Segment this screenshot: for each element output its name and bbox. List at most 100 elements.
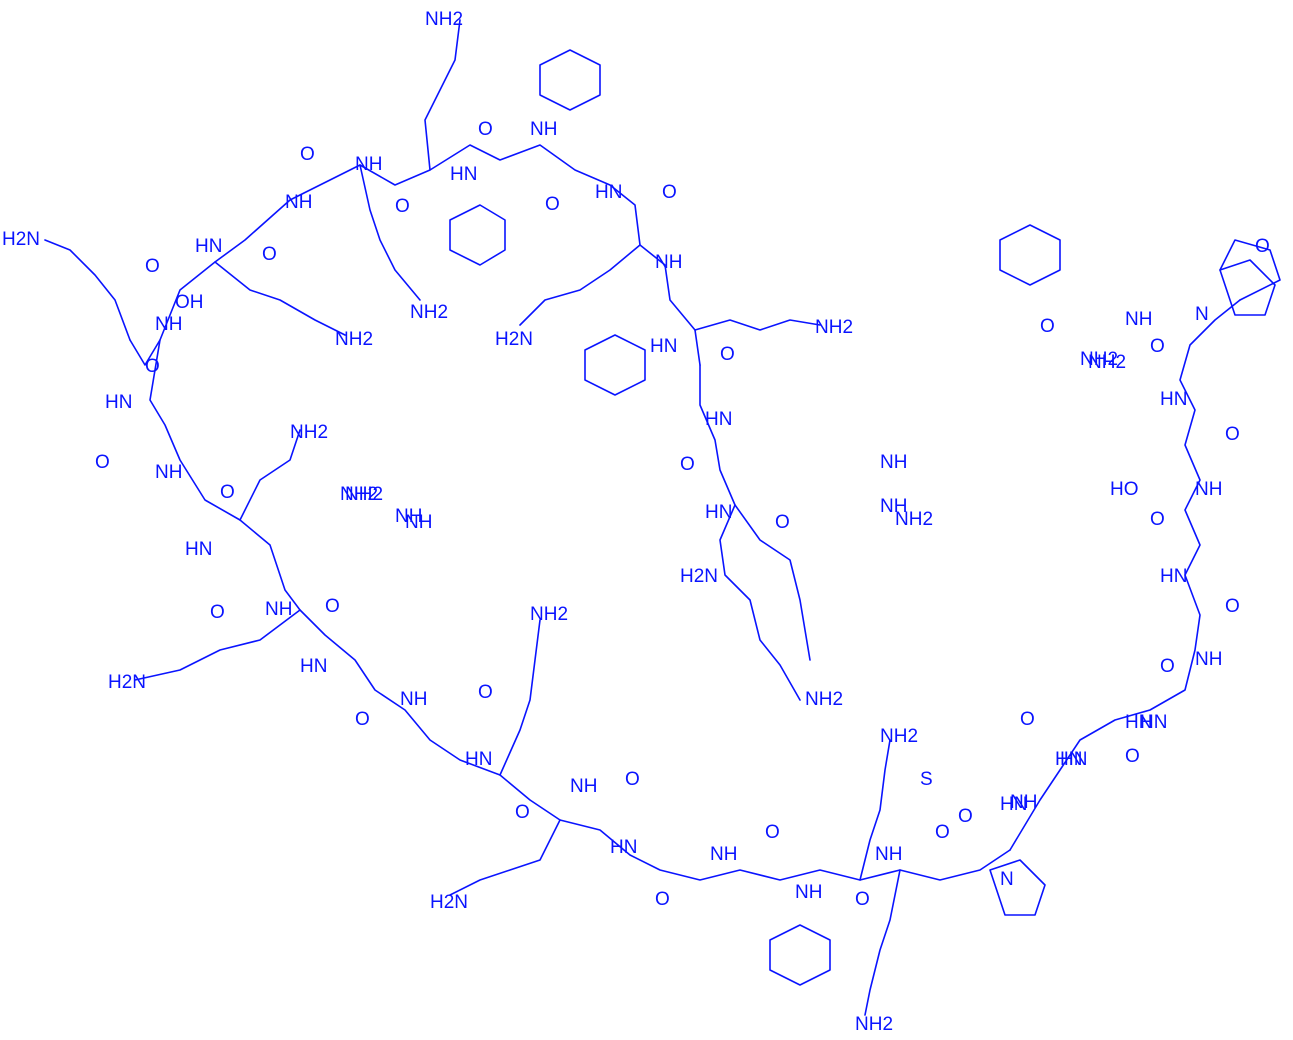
- atom-label: O: [325, 596, 340, 617]
- side-chain-lys-2: [214, 261, 346, 336]
- side-chain-lys-13: [734, 504, 811, 661]
- backbone-segment-middle: [699, 364, 801, 701]
- atom-label: N: [1195, 304, 1209, 325]
- side-chain-lys-9: [499, 619, 541, 776]
- phenyl-ring-4: [999, 224, 1061, 286]
- atom-label: O: [478, 682, 493, 703]
- side-chain-lys-12: [864, 869, 901, 1016]
- backbone-segment-right: [1009, 299, 1241, 851]
- atom-label: HN: [450, 164, 477, 185]
- atom-label: O: [95, 452, 110, 473]
- atom-label: H2N: [108, 672, 146, 693]
- atom-label: NH: [655, 252, 682, 273]
- side-chain-lys-4: [424, 19, 461, 171]
- atom-label: NH2: [345, 484, 383, 505]
- atom-label: O: [355, 709, 370, 730]
- side-chain-lys-3: [359, 164, 421, 301]
- atom-label: NH: [570, 776, 597, 797]
- side-chain-lys-7: [239, 429, 301, 521]
- atom-label: O: [145, 256, 160, 277]
- atom-label: NH: [795, 882, 822, 903]
- atom-label: O: [855, 889, 870, 910]
- atom-label: H2N: [2, 229, 40, 250]
- atom-label: O: [1150, 509, 1165, 530]
- atom-label: O: [395, 196, 410, 217]
- atom-label: N: [1000, 869, 1014, 890]
- atom-label: HN: [1160, 389, 1187, 410]
- atom-label: NH: [155, 314, 182, 335]
- atom-label: NH2: [895, 509, 933, 530]
- backbone-segment-left: [129, 144, 701, 366]
- atom-label: HN: [705, 502, 732, 523]
- atom-label: NH: [285, 192, 312, 213]
- atom-label: HN: [195, 236, 222, 257]
- atom-label: NH2: [855, 1014, 893, 1035]
- atom-label: NH: [395, 506, 422, 527]
- atom-label: NH: [1125, 309, 1152, 330]
- backbone-segment-left-lower: [149, 339, 1011, 881]
- atom-label: NH2: [880, 726, 918, 747]
- phenyl-ring-1: [449, 204, 506, 266]
- atom-label: NH: [265, 599, 292, 620]
- side-chain-lys-8: [134, 609, 301, 681]
- atom-label: NH2: [1080, 349, 1118, 370]
- atom-label: NH: [710, 844, 737, 865]
- atom-label: O: [1225, 424, 1240, 445]
- proline-ring-2: [989, 859, 1046, 916]
- atom-label: HN: [300, 656, 327, 677]
- atom-label: HN: [1160, 566, 1187, 587]
- atom-label: NH2: [815, 317, 853, 338]
- atom-label: HN: [650, 336, 677, 357]
- side-chain-lys-1: [44, 239, 131, 341]
- atom-labels: H2N NH2 NH2 NH2 H2N NH2 NH2 H2N NH2 NH2 …: [2, 9, 1270, 1035]
- atom-label: HO: [1110, 479, 1139, 500]
- atom-label: O: [958, 806, 973, 827]
- atom-label: O: [720, 344, 735, 365]
- atom-label: HN: [185, 539, 212, 560]
- atom-label: O: [680, 454, 695, 475]
- atom-label: O: [515, 802, 530, 823]
- atom-label: NH2: [410, 302, 448, 323]
- atom-label: O: [1020, 709, 1035, 730]
- atom-label: HN: [595, 182, 622, 203]
- atom-label: O: [935, 822, 950, 843]
- atom-label: NH: [405, 512, 432, 533]
- atom-label: HN: [1140, 712, 1167, 733]
- atom-label: NH: [1195, 649, 1222, 670]
- phenyl-ring-5: [769, 924, 831, 986]
- proline-ring-1: [1219, 259, 1276, 316]
- atom-label: O: [300, 144, 315, 165]
- atom-label: NH2: [530, 604, 568, 625]
- atom-label: HN: [705, 409, 732, 430]
- atom-label: NH2: [805, 689, 843, 710]
- backbone-segment-top-right: [1219, 239, 1281, 301]
- atom-label: H2N: [680, 566, 718, 587]
- atom-label: OH: [175, 292, 204, 313]
- atom-label: O: [1225, 596, 1240, 617]
- atom-label: NH: [1195, 479, 1222, 500]
- atom-label: NH: [355, 154, 382, 175]
- atom-label: O: [478, 119, 493, 140]
- side-chain-lys-6: [694, 319, 821, 331]
- atom-label: NH2: [1088, 352, 1126, 373]
- side-chain-lys-5: [519, 244, 641, 326]
- atom-label: HN: [105, 392, 132, 413]
- atom-label: O: [220, 482, 235, 503]
- atom-label: O: [1150, 336, 1165, 357]
- phenyl-ring-3: [584, 334, 646, 396]
- atom-label: HN: [1125, 712, 1152, 733]
- atom-label: O: [662, 182, 677, 203]
- atom-label: O: [545, 194, 560, 215]
- atom-label: O: [1125, 746, 1140, 767]
- atom-label: NH: [155, 462, 182, 483]
- atom-label: O: [765, 822, 780, 843]
- atom-label: O: [1160, 656, 1175, 677]
- atom-label: HN: [1000, 794, 1027, 815]
- atom-label: O: [210, 602, 225, 623]
- atom-label: O: [775, 512, 790, 533]
- atom-label: O: [625, 769, 640, 790]
- side-chain-lys-11: [859, 739, 891, 881]
- atom-label: NH: [875, 844, 902, 865]
- atom-label: H2N: [430, 892, 468, 913]
